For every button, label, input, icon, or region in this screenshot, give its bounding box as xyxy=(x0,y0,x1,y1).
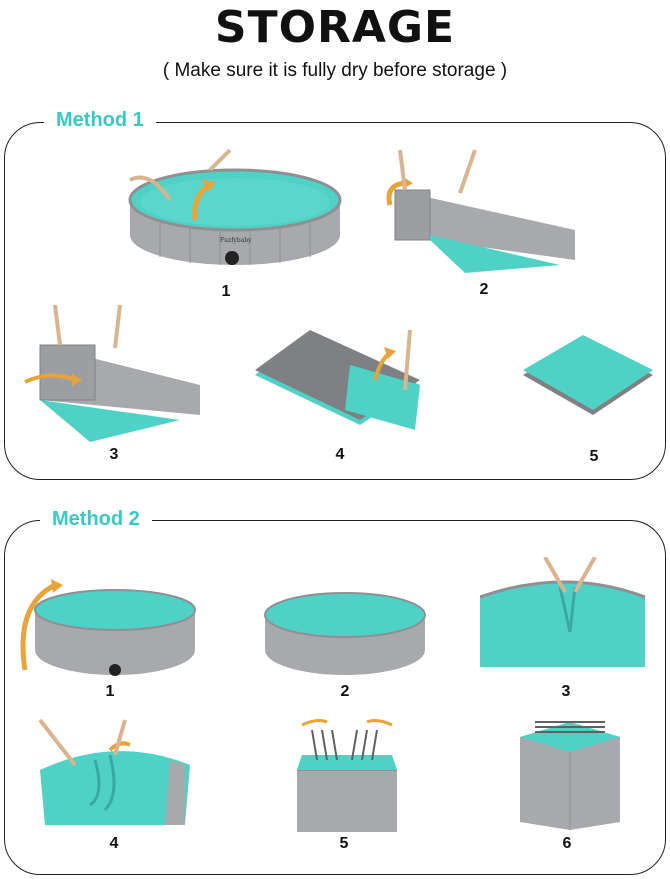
method-1-label: Method 1 xyxy=(44,109,156,132)
m2-step-4-number: 4 xyxy=(109,835,119,852)
page-title: STORAGE xyxy=(214,2,456,53)
m2-step-1-number: 1 xyxy=(105,683,115,700)
m1-step-4-number: 4 xyxy=(335,446,345,463)
drain-plug-icon xyxy=(109,664,121,676)
m1-step-2-illustration xyxy=(365,145,585,275)
m2-step-2-number: 2 xyxy=(340,683,350,700)
m1-step-1-illustration: Fuzfybaby xyxy=(120,140,360,280)
m2-step-6-illustration xyxy=(515,712,625,832)
m2-step-4-illustration xyxy=(35,715,195,830)
m1-step-2-number: 2 xyxy=(479,281,489,298)
method-2-panel xyxy=(4,520,666,875)
m1-step-5-number: 5 xyxy=(589,448,599,465)
m1-step-4-illustration xyxy=(250,325,430,440)
method-1-panel xyxy=(4,122,666,480)
m1-step-3-illustration xyxy=(20,300,220,445)
m2-step-1-illustration xyxy=(15,575,205,685)
m1-step-5-illustration xyxy=(518,335,658,425)
m2-step-5-illustration xyxy=(282,710,412,835)
m1-step-1-number: 1 xyxy=(221,283,231,300)
drain-plug-icon xyxy=(225,251,239,265)
m2-step-3-illustration xyxy=(480,557,650,672)
m2-step-2-illustration xyxy=(263,590,428,680)
method-2-label: Method 2 xyxy=(40,508,152,531)
m1-step-3-number: 3 xyxy=(109,446,119,463)
pool-brand-label: Fuzfybaby xyxy=(220,237,252,244)
m2-step-3-number: 3 xyxy=(561,683,571,700)
page-subtitle: ( Make sure it is fully dry before stora… xyxy=(162,60,508,81)
m2-step-6-number: 6 xyxy=(562,835,572,852)
m2-step-5-number: 5 xyxy=(339,835,349,852)
